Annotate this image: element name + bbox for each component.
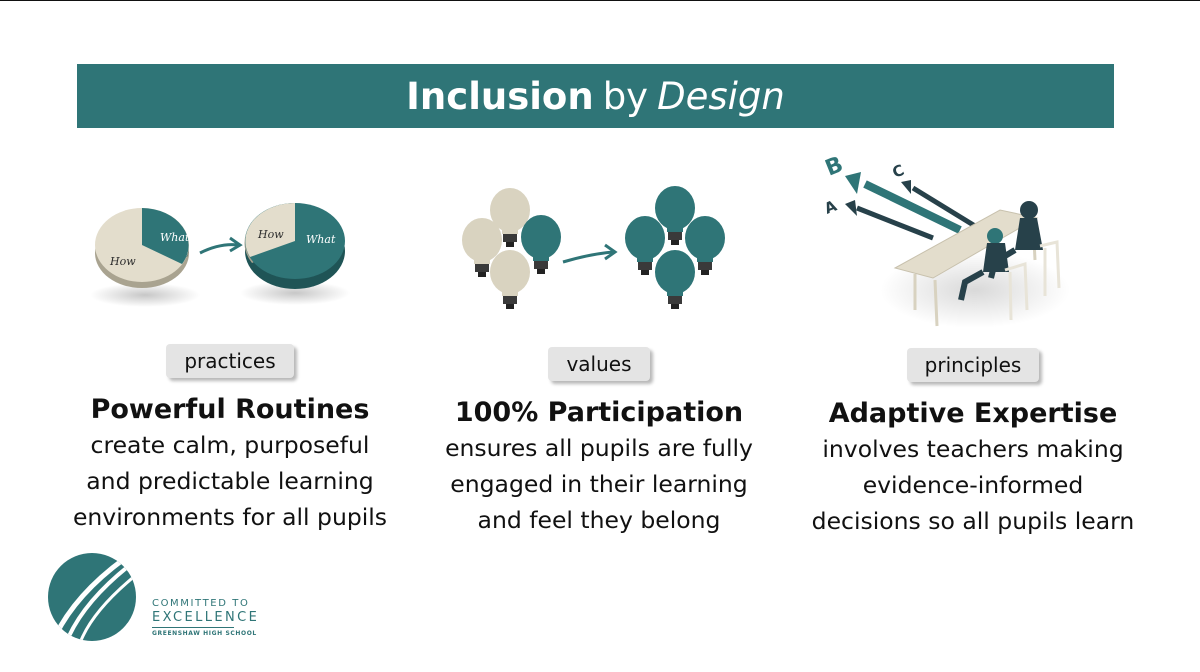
logo-divider	[152, 627, 234, 628]
description-line: and feel they belong	[477, 506, 721, 534]
column-practices: practices Powerful Routines create calm,…	[40, 344, 420, 535]
lightbulbs-illustration	[462, 186, 725, 309]
pie-charts-illustration: What How How What	[90, 203, 350, 307]
tag-pill: principles	[906, 348, 1040, 382]
description-line: engaged in their learning	[450, 470, 748, 498]
column-description: involves teachers making evidence-inform…	[783, 431, 1163, 539]
column-principles: principles Adaptive Expertise involves t…	[783, 348, 1163, 539]
bulb-teal	[655, 250, 695, 309]
pie2-label-what: What	[306, 233, 336, 246]
title-middle: by	[602, 74, 649, 118]
seated-person	[958, 228, 1009, 301]
title-bar: Inclusion by Design	[77, 64, 1114, 128]
column-description: create calm, purposeful and predictable …	[40, 427, 420, 535]
column-values: values 100% Participation ensures all pu…	[409, 347, 789, 538]
letter-c: C	[890, 161, 907, 182]
description-line: ensures all pupils are fully	[445, 434, 753, 462]
pie-label-how: How	[109, 255, 136, 268]
column-heading: Powerful Routines	[90, 394, 370, 425]
description-line: involves teachers making	[822, 435, 1124, 463]
pie2-label-how: How	[257, 228, 284, 241]
logo-line-committed: COMMITTED TO	[152, 598, 250, 609]
school-logo-icon	[48, 553, 136, 641]
arrow-a-icon	[856, 205, 934, 241]
title-emphasis: Design	[657, 74, 785, 118]
pie-small-what: What How	[95, 208, 190, 288]
column-description: ensures all pupils are fully engaged in …	[409, 430, 789, 538]
description-line: decisions so all pupils learn	[811, 507, 1135, 535]
description-line: environments for all pupils	[72, 503, 388, 531]
letter-b: B	[822, 152, 847, 181]
arrow-icon	[562, 250, 614, 264]
teacher-desk-illustration: A B C	[822, 152, 1070, 328]
top-rule	[0, 0, 1200, 1]
arrow-b-icon	[863, 180, 962, 234]
seated-person	[988, 201, 1043, 279]
chair	[1004, 240, 1061, 321]
tag-pill: practices	[166, 344, 294, 378]
tag-pill: values	[548, 347, 650, 381]
pie-large-what: How What	[244, 203, 345, 289]
logo-line-excellence: EXCELLENCE	[152, 610, 260, 625]
description-line: and predictable learning	[86, 467, 374, 495]
column-heading: 100% Participation	[454, 397, 744, 428]
bulb-cream	[490, 250, 530, 309]
title-strong: Inclusion	[406, 74, 594, 118]
arrow-icon	[199, 243, 239, 255]
pie-label-what: What	[160, 231, 190, 244]
logo-line-school: GREENSHAW HIGH SCHOOL	[152, 630, 257, 637]
description-line: evidence-informed	[862, 471, 1084, 499]
column-heading: Adaptive Expertise	[828, 398, 1118, 429]
description-line: create calm, purposeful	[90, 431, 370, 459]
school-logo-text: COMMITTED TO EXCELLENCE GREENSHAW HIGH S…	[152, 598, 259, 637]
arrow-c-icon	[911, 185, 977, 229]
letter-a: A	[822, 197, 840, 218]
